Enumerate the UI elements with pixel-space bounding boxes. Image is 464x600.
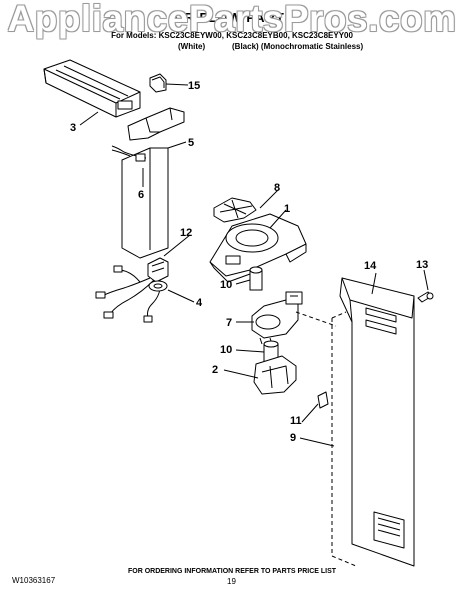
callout-11: 11 xyxy=(290,415,302,427)
fan-motor-part xyxy=(251,291,303,345)
wire-harness-part xyxy=(95,257,169,323)
motor-bracket-part xyxy=(253,355,297,395)
fan-housing-part xyxy=(209,213,307,283)
callout-15: 15 xyxy=(188,80,200,92)
evaporator-cover-panel xyxy=(121,147,169,259)
callout-10-upper: 10 xyxy=(220,279,232,291)
callout-14: 14 xyxy=(364,260,377,272)
fan-blade-part xyxy=(213,197,257,223)
panel-clip-part xyxy=(317,391,329,409)
model-list: For Models: KSC23C8EYW00, KSC23C8EYB00, … xyxy=(111,31,353,40)
air-duct-cover-part xyxy=(43,59,141,118)
callout-4: 4 xyxy=(196,297,203,309)
page-title: AIR FLOW PARTS xyxy=(169,10,295,25)
upper-bushing-part xyxy=(249,266,263,291)
screw-part xyxy=(417,291,434,303)
callout-13: 13 xyxy=(416,259,428,271)
callout-2: 2 xyxy=(212,364,218,376)
callout-10-lower: 10 xyxy=(220,344,232,356)
rear-air-duct-panel xyxy=(339,277,415,567)
document-number: W10363167 xyxy=(12,576,56,585)
variant-black-stainless: (Black) (Monochromatic Stainless) xyxy=(232,42,364,51)
callout-9: 9 xyxy=(290,432,296,444)
rear-panel-outline xyxy=(295,311,357,567)
ordering-info: FOR ORDERING INFORMATION REFER TO PARTS … xyxy=(127,568,337,575)
page-number: 19 xyxy=(227,577,236,586)
grommet-part xyxy=(148,280,168,292)
callout-5: 5 xyxy=(188,137,194,149)
callout-leaders xyxy=(79,83,429,447)
callout-12: 12 xyxy=(180,227,192,239)
callout-3: 3 xyxy=(70,122,76,134)
clip-part xyxy=(149,73,167,93)
callout-6: 6 xyxy=(138,189,144,201)
callout-8: 8 xyxy=(274,182,280,194)
duct-bracket-part xyxy=(127,107,185,141)
variant-white: (White) xyxy=(178,42,206,51)
callout-7: 7 xyxy=(226,317,232,329)
callout-1: 1 xyxy=(284,203,290,215)
harness-clip-part xyxy=(111,145,147,162)
